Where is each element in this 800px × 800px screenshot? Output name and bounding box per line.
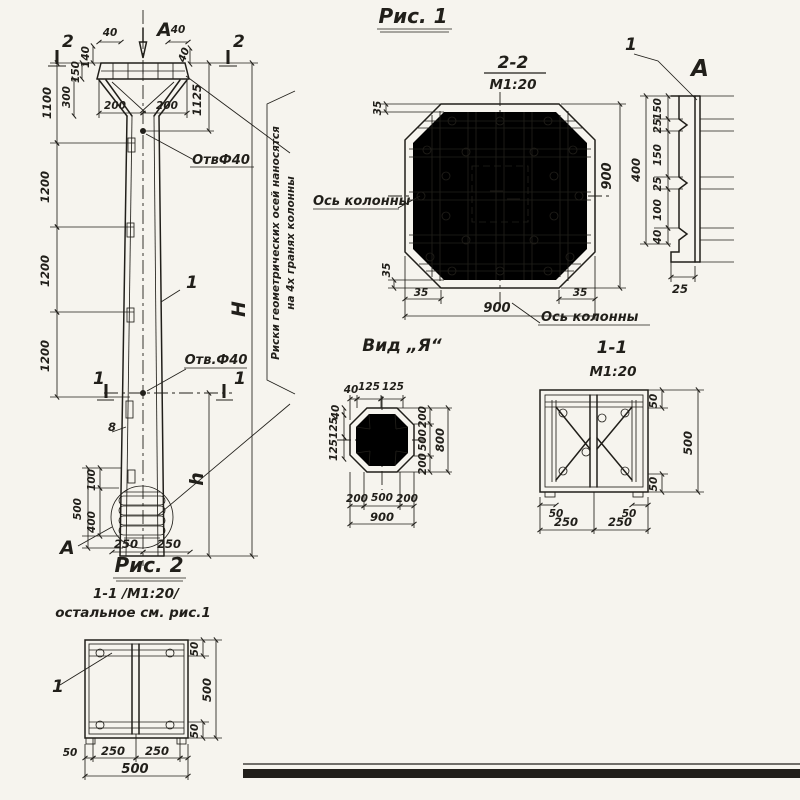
dim-35-top-left: 35 — [372, 101, 384, 116]
fig2-dim-50-top: 50 — [189, 642, 201, 657]
section-1-1-label: 1-1 — [597, 338, 628, 358]
dim-150: 150 — [70, 61, 82, 83]
dim-25-b: 25 — [652, 177, 664, 192]
dim-h: h — [186, 472, 208, 486]
section-2-2-label: 2-2 — [498, 53, 529, 73]
section-2-2-scale: М1:20 — [489, 77, 536, 93]
dim-35-bottom-2: 35 — [573, 287, 588, 299]
dim-400-det: 400 — [629, 158, 643, 183]
s11-dim-250-r: 250 — [608, 515, 632, 529]
fig2-dim-250-r: 250 — [145, 744, 169, 758]
dim-300: 300 — [61, 86, 73, 108]
section-2-mark-right: 2 — [233, 32, 245, 52]
ya-dim-bottom-500: 500 — [371, 492, 393, 504]
ya-dim-top-125b: 125 — [382, 381, 404, 393]
sheet-frame-edge — [243, 763, 800, 778]
dim-1125: 1125 — [190, 84, 204, 116]
fig2-linework: Рис. 2 1-1 /М1:20/ остальное см. рис.1 — [55, 553, 222, 780]
view-ya-linework: Вид „Я“ — [337, 336, 452, 528]
fig2-item-leader: 1 — [52, 677, 64, 697]
ya-dim-left-40: 40 — [330, 405, 342, 421]
fig2-section-label: 1-1 /М1:20/ — [93, 586, 180, 602]
dim-1100: 1100 — [40, 87, 54, 119]
dim-250-left: 250 — [114, 537, 138, 551]
axis-label-bottom: Ось колонны — [541, 310, 639, 325]
dim-150-a: 150 — [652, 98, 664, 120]
dim-40-top-left: 40 — [102, 27, 118, 39]
fig2-title: Рис. 2 — [114, 553, 183, 577]
dim-40-det: 40 — [652, 230, 664, 246]
dim-250-right: 250 — [157, 537, 181, 551]
dim-900-right: 900 — [600, 162, 615, 189]
ya-dim-right-200t: 200 — [417, 406, 429, 428]
detail-a-ref-letter: А — [58, 537, 75, 559]
item-leader-detail: 1 — [625, 35, 637, 55]
dim-900-bottom: 900 — [483, 301, 510, 316]
s11-dim-250-l: 250 — [554, 515, 578, 529]
hole-label-top: ОтвФ40 — [192, 153, 250, 168]
note-line-1: Риски геометрических осей наносятся — [270, 126, 282, 360]
ya-dim-bottom-200l: 200 — [346, 493, 368, 505]
fig2-dim-50-b: 50 — [63, 747, 78, 759]
ya-dim-bottom-total: 900 — [370, 510, 394, 524]
fig1-underline — [377, 28, 452, 33]
s11-dim-50-top: 50 — [648, 394, 660, 409]
section-1-mark-right: 1 — [234, 369, 246, 389]
detail-a-letter: А — [689, 56, 709, 82]
dim-8: 8 — [108, 420, 116, 434]
section-1-mark-left: 1 — [93, 369, 105, 389]
dim-200-right: 200 — [156, 100, 178, 112]
dim-400: 400 — [86, 511, 98, 534]
ya-dim-right-total: 800 — [433, 428, 447, 452]
dim-35-bottom-left: 35 — [381, 263, 393, 278]
ya-dim-left-125b: 125 — [328, 439, 340, 461]
dim-150-b: 150 — [652, 144, 664, 166]
dim-100: 100 — [86, 469, 98, 491]
ya-dim-top-125a: 125 — [358, 381, 380, 393]
s11-dim-500: 500 — [681, 431, 695, 455]
item-leader-elevation: 1 — [186, 273, 198, 293]
section-2-mark-left: 2 — [62, 32, 74, 52]
fig2-dim-250-l: 250 — [101, 744, 125, 758]
s11-dim-50-br: 50 — [622, 508, 637, 520]
s11-dim-50-bl: 50 — [549, 508, 564, 520]
dim-500: 500 — [72, 498, 84, 520]
dim-200-left: 200 — [104, 100, 126, 112]
axis-label-left: Ось колонны — [313, 194, 411, 209]
ya-dim-right-500: 500 — [417, 429, 429, 451]
dim-40-right-rot: 40 — [176, 46, 193, 65]
dim-H: Н — [228, 301, 250, 317]
ya-dim-right-200b: 200 — [417, 453, 429, 475]
dim-1200-b: 1200 — [38, 255, 52, 287]
dim-35-bottom-1: 35 — [414, 287, 429, 299]
fig2-dim-500-b: 500 — [121, 762, 148, 777]
s11-dim-50-bot: 50 — [648, 477, 660, 492]
note-line-2: на 4х гранях колонны — [285, 176, 297, 310]
dim-100-det: 100 — [652, 199, 664, 221]
fig1-title: Рис. 1 — [378, 4, 447, 28]
dim-25-bottom: 25 — [672, 282, 688, 296]
ya-dim-bottom-200r: 200 — [396, 493, 418, 505]
dim-1200-c: 1200 — [38, 340, 52, 372]
fig2-dim-50-bot: 50 — [189, 724, 201, 739]
detail-a-linework — [640, 93, 734, 282]
view-ya-title: Вид „Я“ — [362, 336, 443, 356]
hole-label-mid: Отв.Ф40 — [185, 353, 248, 368]
dim-1200-a: 1200 — [38, 171, 52, 203]
elevation-linework — [48, 10, 296, 566]
dim-140: 140 — [80, 46, 92, 68]
dim-40-top-right: 40 — [170, 24, 186, 36]
dim-25-a: 25 — [652, 119, 664, 134]
section-1-1-linework: 1-1 М1:20 — [537, 338, 704, 534]
view-arrow-letter: А — [155, 19, 172, 41]
ya-dim-left-125a: 125 — [328, 417, 340, 439]
section-2-2-linework: 2-2 М1:20 — [313, 53, 698, 326]
fig2-note: остальное см. рис.1 — [55, 605, 211, 621]
ya-dim-top-40: 40 — [343, 384, 359, 396]
section-1-1-scale: М1:20 — [589, 364, 636, 380]
fig2-dim-500-right: 500 — [200, 678, 214, 702]
